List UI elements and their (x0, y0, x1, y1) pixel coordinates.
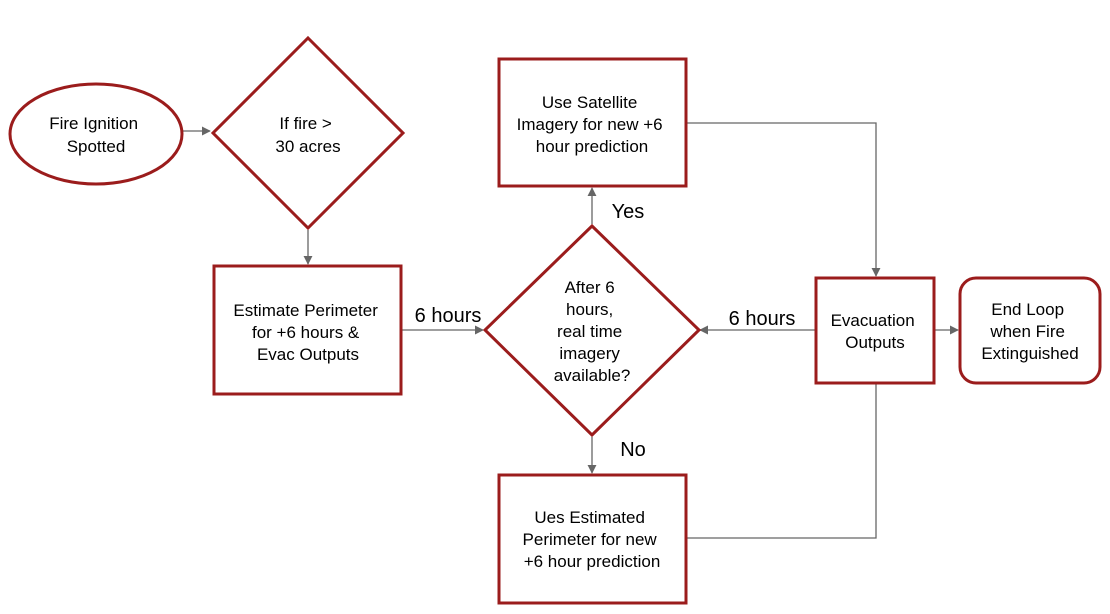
node-label-line: Ues Estimated (534, 508, 645, 527)
node-label: Estimate Perimeter for +6 hours & Evac O… (233, 301, 382, 364)
node-label-line: Evac Outputs (257, 345, 359, 364)
node-label: Evacuation Outputs (831, 311, 920, 352)
node-label-line: imagery (559, 344, 620, 363)
node-fire-ignition-spotted: Fire Ignition Spotted (8, 82, 184, 186)
node-label-line: +6 hour prediction (524, 552, 661, 571)
node-estimated-perimeter: Ues Estimated Perimeter for new +6 hour … (497, 473, 688, 605)
node-evacuation-outputs: Evacuation Outputs (814, 276, 936, 385)
node-label-line: hours, (566, 300, 613, 319)
node-label-line: End Loop (991, 300, 1064, 319)
rounded-rectangle-shape (958, 276, 1102, 385)
node-label-line: Perimeter for new (523, 530, 658, 549)
node-label-line: hour prediction (536, 137, 648, 156)
ellipse-shape (8, 82, 184, 186)
node-label-line: Outputs (845, 333, 905, 352)
node-label-line: 30 acres (275, 137, 340, 156)
node-label: End Loop when Fire Extinguished (981, 300, 1078, 363)
rectangle-shape (497, 473, 688, 605)
node-label: If fire > 30 acres (275, 114, 340, 156)
node-label-line: for +6 hours & (252, 323, 360, 342)
node-label: Fire Ignition Spotted (49, 114, 143, 156)
edge-estimated-perimeter-to-evacuation (686, 384, 877, 539)
node-label-line: Spotted (67, 137, 126, 156)
node-fire-size-decision: If fire > 30 acres (210, 35, 406, 231)
node-imagery-decision: After 6 hours, real time imagery availab… (482, 223, 702, 438)
node-label-line: Estimate Perimeter (233, 301, 378, 320)
rectangle-shape (212, 264, 403, 396)
rectangle-shape (814, 276, 936, 385)
node-label-line: After 6 (565, 278, 615, 297)
node-label: Use Satellite Imagery for new +6 hour pr… (517, 93, 668, 156)
edge-labels: 6 hours Yes No 6 hours (415, 201, 796, 461)
edge-label-estimate-to-imagery-check: 6 hours (415, 305, 482, 327)
edge-label-no: No (620, 439, 646, 461)
connectors (182, 122, 959, 539)
node-label-line: when Fire (989, 322, 1065, 341)
diamond-shape (210, 35, 406, 231)
node-label-line: real time (557, 322, 622, 341)
edge-label-evacuation-to-imagery-check: 6 hours (729, 308, 796, 330)
node-satellite-imagery: Use Satellite Imagery for new +6 hour pr… (497, 57, 688, 188)
node-label-line: Evacuation (831, 311, 915, 330)
node-label: Ues Estimated Perimeter for new +6 hour … (523, 508, 662, 571)
node-label: After 6 hours, real time imagery availab… (554, 278, 631, 385)
node-label-line: Use Satellite (542, 93, 637, 112)
edge-label-yes: Yes (612, 201, 645, 223)
edge-satellite-to-evacuation (686, 122, 881, 277)
node-end-loop: End Loop when Fire Extinguished (958, 276, 1102, 385)
rectangle-shape (497, 57, 688, 188)
diamond-shape (482, 223, 702, 438)
node-label-line: Imagery for new +6 (517, 115, 663, 134)
node-label-line: Extinguished (981, 344, 1078, 363)
node-label-line: If fire > (279, 114, 332, 133)
node-label-line: Fire Ignition (49, 114, 138, 133)
node-estimate-perimeter: Estimate Perimeter for +6 hours & Evac O… (212, 264, 403, 396)
node-label-line: available? (554, 366, 631, 385)
